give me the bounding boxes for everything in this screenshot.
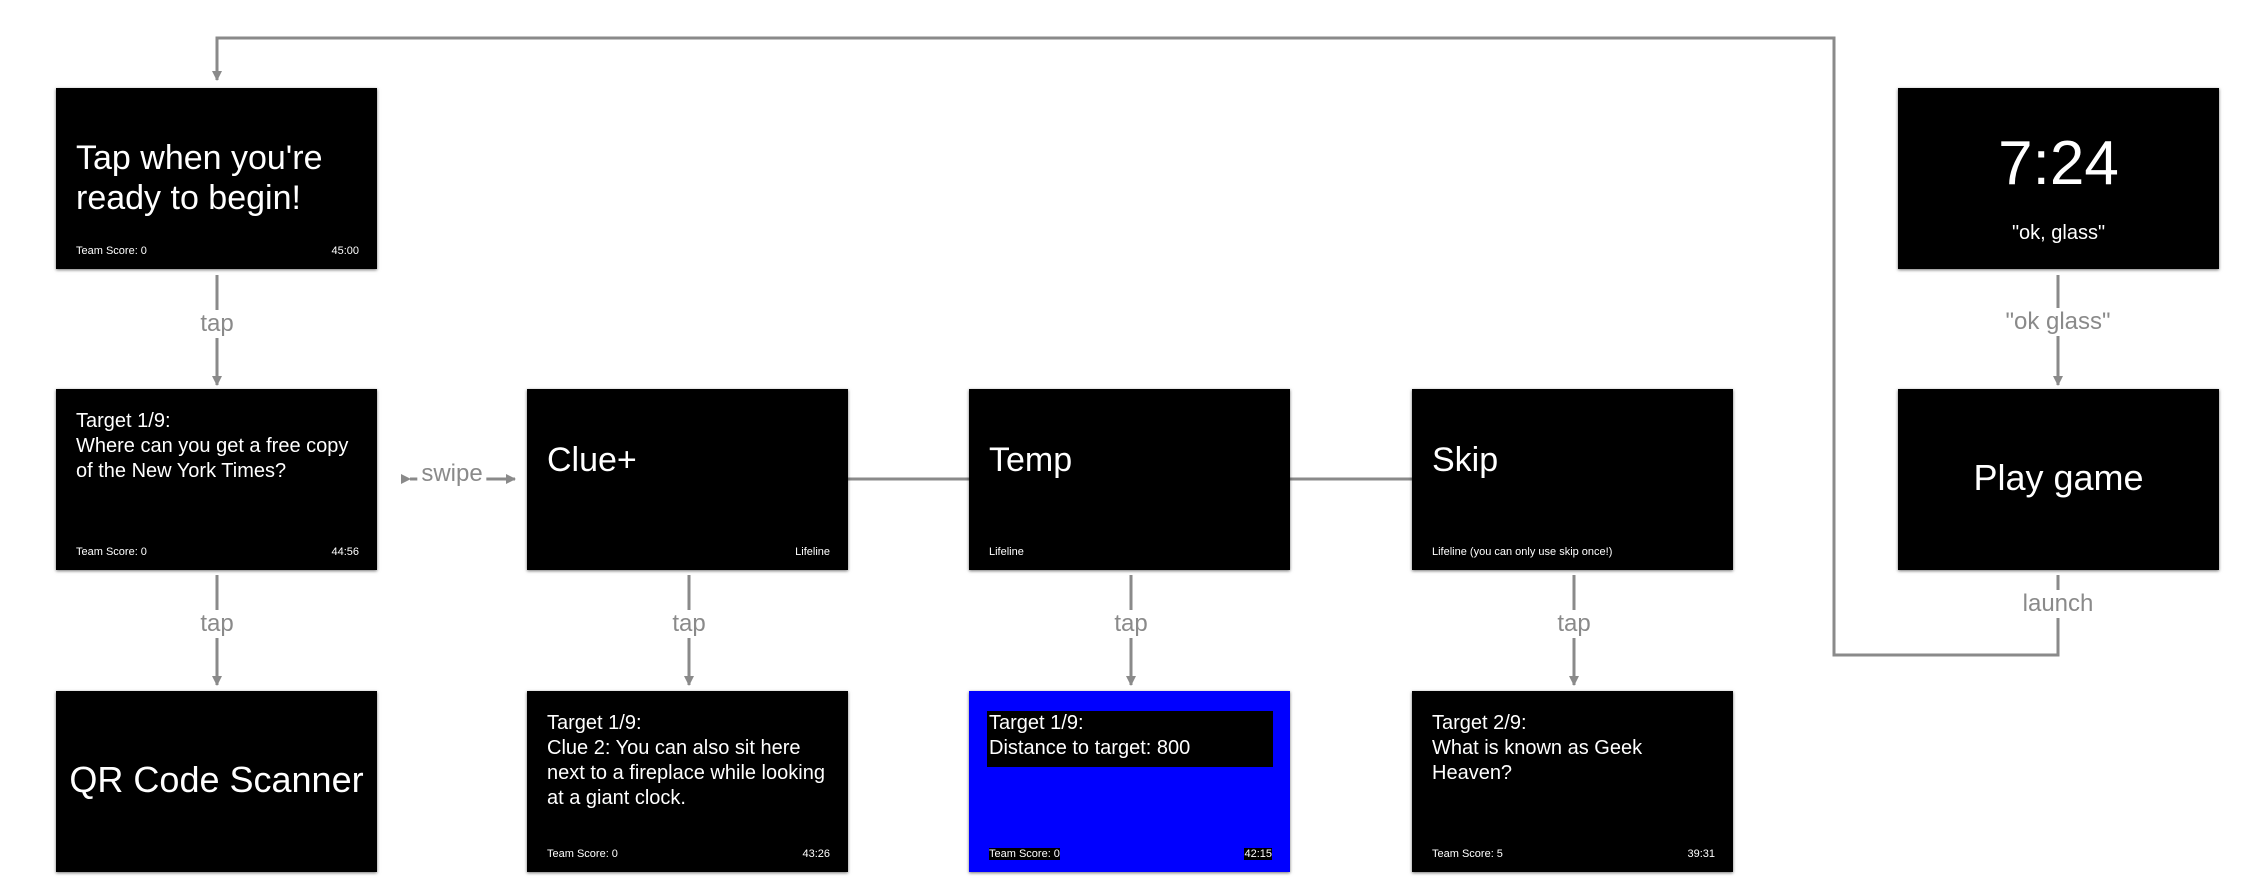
card-clue-title: Clue+ bbox=[547, 441, 637, 479]
card-start[interactable]: Tap when you're ready to begin! Team Sco… bbox=[56, 88, 377, 269]
card-qr-title: QR Code Scanner bbox=[69, 759, 364, 800]
card-temp-result-heading: Target 1/9: bbox=[989, 712, 1084, 734]
card-target-score: Team Score: 0 bbox=[76, 546, 147, 558]
card-clue-footer: Lifeline bbox=[795, 546, 830, 558]
card-skip-result[interactable]: Target 2/9: What is known as Geek Heaven… bbox=[1412, 691, 1733, 872]
card-temp-result-text: Target 1/9: Distance to target: 800 bbox=[989, 711, 1279, 761]
card-temp-result-score: Team Score: 0 bbox=[989, 848, 1060, 860]
card-skip-result-time: 39:31 bbox=[1687, 848, 1715, 860]
card-clock-time: 7:24 bbox=[1998, 129, 2119, 198]
card-clue-result-score: Team Score: 0 bbox=[547, 848, 618, 860]
card-target[interactable]: Target 1/9: Where can you get a free cop… bbox=[56, 389, 377, 570]
card-start-time: 45:00 bbox=[331, 245, 359, 257]
card-clue-result-time: 43:26 bbox=[802, 848, 830, 860]
card-skip-result-question: What is known as Geek Heaven? bbox=[1432, 737, 1643, 784]
card-clock[interactable]: 7:24 "ok, glass" bbox=[1898, 88, 2219, 269]
card-temp-result-time: 42:15 bbox=[1244, 848, 1272, 860]
edge-label-tap-start: tap bbox=[196, 310, 238, 338]
card-start-title: Tap when you're ready to begin! bbox=[76, 139, 323, 217]
card-target-text: Target 1/9: Where can you get a free cop… bbox=[76, 409, 366, 484]
card-temp-result-distance: Distance to target: 800 bbox=[989, 737, 1191, 759]
card-temp-footer: Lifeline bbox=[989, 546, 1024, 558]
card-clue-result-clue: Clue 2: You can also sit here next to a … bbox=[547, 737, 825, 809]
edge-launch-loop bbox=[212, 36, 2060, 657]
card-clue-result-text: Target 1/9: Clue 2: You can also sit her… bbox=[547, 711, 837, 811]
card-clue[interactable]: Clue+ Lifeline bbox=[527, 389, 848, 570]
card-temp-result-band bbox=[987, 711, 1273, 767]
card-target-time: 44:56 bbox=[331, 546, 359, 558]
card-temp-title: Temp bbox=[989, 441, 1073, 479]
card-clock-hint: "ok, glass" bbox=[2011, 222, 2106, 244]
edge-label-tap-skip: tap bbox=[1553, 610, 1595, 638]
edge-label-ok-glass: "ok glass" bbox=[2001, 308, 2115, 336]
card-target-heading: Target 1/9: bbox=[76, 410, 171, 432]
card-skip-title: Skip bbox=[1432, 441, 1499, 479]
edge-label-swipe: swipe bbox=[417, 460, 487, 488]
card-clue-result[interactable]: Target 1/9: Clue 2: You can also sit her… bbox=[527, 691, 848, 872]
card-skip-footer: Lifeline (you can only use skip once!) bbox=[1432, 546, 1613, 558]
card-target-question: Where can you get a free copy of the New… bbox=[76, 435, 349, 482]
card-clue-result-heading: Target 1/9: bbox=[547, 712, 642, 734]
card-temp-result[interactable]: Target 1/9: Distance to target: 800 Team… bbox=[969, 691, 1290, 872]
edge-label-tap-target: tap bbox=[196, 610, 238, 638]
card-skip-result-text: Target 2/9: What is known as Geek Heaven… bbox=[1432, 711, 1722, 786]
card-qr[interactable]: QR Code Scanner bbox=[56, 691, 377, 872]
card-skip-result-heading: Target 2/9: bbox=[1432, 712, 1527, 734]
edge-label-tap-clue: tap bbox=[668, 610, 710, 638]
card-start-score: Team Score: 0 bbox=[76, 245, 147, 257]
card-temp[interactable]: Temp Lifeline bbox=[969, 389, 1290, 570]
card-skip-result-score: Team Score: 5 bbox=[1432, 848, 1503, 860]
card-skip[interactable]: Skip Lifeline (you can only use skip onc… bbox=[1412, 389, 1733, 570]
card-play-title: Play game bbox=[1973, 457, 2144, 498]
card-play[interactable]: Play game bbox=[1898, 389, 2219, 570]
edge-label-tap-temp: tap bbox=[1110, 610, 1152, 638]
edge-label-launch: launch bbox=[2018, 590, 2098, 618]
